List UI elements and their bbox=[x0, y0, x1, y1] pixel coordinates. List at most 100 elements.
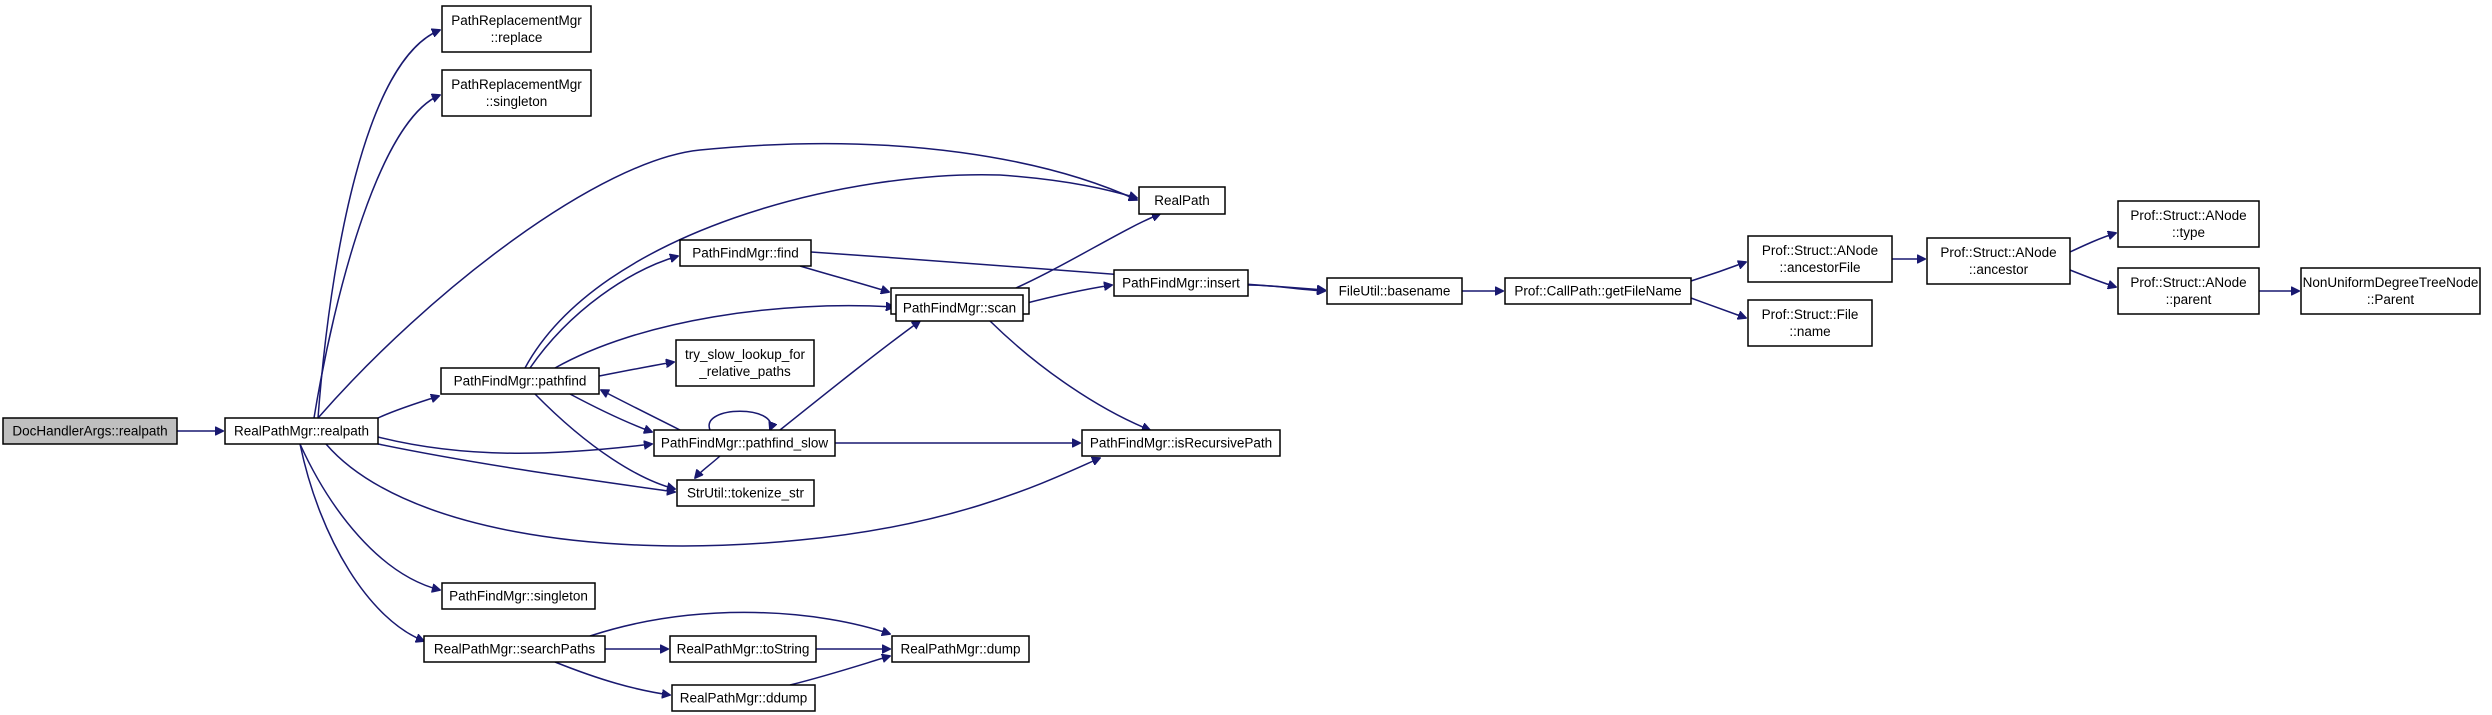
node-pfm-scan[interactable]: PathFindMgr::scan bbox=[895, 294, 1024, 322]
node-label: Prof::Struct::ANode bbox=[2130, 208, 2246, 223]
node-rpm-searchpaths[interactable]: RealPathMgr::searchPaths bbox=[423, 635, 606, 663]
node-label: try_slow_lookup_for bbox=[685, 347, 806, 362]
node-pfm-find[interactable]: PathFindMgr::find bbox=[679, 239, 812, 267]
node-box[interactable] bbox=[891, 635, 1030, 663]
node-label: ::ancestor bbox=[1969, 262, 2029, 277]
node-box[interactable] bbox=[679, 239, 812, 267]
node-label: ::name bbox=[1789, 324, 1830, 339]
node-anode-parent[interactable]: Prof::Struct::ANode::parent bbox=[2117, 267, 2260, 315]
edge-rpm_realpath-to-pfm_pathfind_slow bbox=[377, 436, 652, 455]
node-box[interactable] bbox=[653, 429, 836, 457]
node-box[interactable] bbox=[669, 635, 817, 663]
node-label: PathFindMgr::find bbox=[692, 246, 799, 261]
edge-pfm_pathfind-to-pfm_scan bbox=[554, 306, 894, 369]
node-root[interactable]: DocHandlerArgs::realpath bbox=[2, 417, 178, 445]
node-label: RealPathMgr::searchPaths bbox=[434, 642, 596, 657]
node-label: ::type bbox=[2172, 225, 2205, 240]
node-box[interactable] bbox=[671, 684, 816, 712]
node-box[interactable] bbox=[676, 479, 815, 507]
node-box[interactable] bbox=[675, 339, 815, 387]
node-label: RealPath bbox=[1154, 193, 1210, 208]
node-box[interactable] bbox=[2117, 267, 2260, 315]
node-nudt-parent[interactable]: NonUniformDegreeTreeNode::Parent bbox=[2300, 267, 2481, 315]
node-label: DocHandlerArgs::realpath bbox=[12, 424, 167, 439]
node-pfm-singleton[interactable]: PathFindMgr::singleton bbox=[441, 582, 596, 610]
edges bbox=[177, 30, 2299, 695]
node-label: PathFindMgr::pathfind bbox=[454, 374, 587, 389]
node-box[interactable] bbox=[224, 417, 379, 445]
node-rpm-ddump[interactable]: RealPathMgr::ddump bbox=[671, 684, 816, 712]
node-label: ::replace bbox=[491, 30, 543, 45]
edge-pfm_pathfind_slow-to-pfm_pathfind_slow bbox=[708, 410, 771, 430]
node-box[interactable] bbox=[1747, 235, 1893, 283]
edge-rpm_realpath-to-pfm_pathfind bbox=[377, 396, 439, 419]
node-box[interactable] bbox=[1504, 277, 1692, 305]
node-box[interactable] bbox=[1081, 429, 1281, 457]
node-prm-replace[interactable]: PathReplacementMgr::replace bbox=[441, 5, 592, 53]
node-label: ::parent bbox=[2166, 292, 2212, 307]
node-box[interactable] bbox=[440, 367, 600, 395]
node-pfm-pathfind-slow[interactable]: PathFindMgr::pathfind_slow bbox=[653, 429, 836, 457]
edge-anode_ancestor-to-anode_parent bbox=[2069, 269, 2116, 287]
edge-pfm_pathfind_slow-to-pfm_scan bbox=[779, 321, 920, 431]
node-box[interactable] bbox=[1747, 299, 1873, 347]
edge-rpm_realpath-to-pfm_singleton bbox=[299, 443, 440, 590]
node-label: PathFindMgr::scan bbox=[903, 301, 1016, 316]
node-anode-ancestorfile[interactable]: Prof::Struct::ANode::ancestorFile bbox=[1747, 235, 1893, 283]
node-rpm-realpath[interactable]: RealPathMgr::realpath bbox=[224, 417, 379, 445]
node-label: RealPathMgr::realpath bbox=[234, 424, 369, 439]
node-pfm-pathfind[interactable]: PathFindMgr::pathfind bbox=[440, 367, 600, 395]
node-anode-type[interactable]: Prof::Struct::ANode::type bbox=[2117, 200, 2260, 248]
node-label: PathReplacementMgr bbox=[451, 13, 582, 28]
node-box[interactable] bbox=[2117, 200, 2260, 248]
node-box[interactable] bbox=[895, 294, 1024, 322]
node-box[interactable] bbox=[1138, 186, 1226, 215]
node-box[interactable] bbox=[423, 635, 606, 663]
edge-rpm_realpath-to-strutil_tokenize bbox=[377, 443, 675, 492]
edge-rpm_realpath-to-rpm_searchpaths bbox=[299, 443, 424, 641]
node-box[interactable] bbox=[1926, 237, 2071, 285]
node-label: PathFindMgr::singleton bbox=[449, 589, 588, 604]
edge-rpm_realpath-to-prm_singleton bbox=[313, 95, 440, 419]
node-try-slow[interactable]: try_slow_lookup_for_relative_paths bbox=[675, 339, 815, 387]
edge-pfm_pathfind-to-pfm_pathfind_slow bbox=[569, 393, 652, 432]
edge-rpm_ddump-to-rpm_dump bbox=[789, 656, 890, 686]
node-label: PathFindMgr::insert bbox=[1122, 276, 1240, 291]
edge-pfm_pathfind_slow-to-pfm_pathfind bbox=[601, 390, 681, 431]
node-label: StrUtil::tokenize_str bbox=[687, 486, 805, 501]
edge-rpm_realpath-to-realpath_fn bbox=[317, 142, 1137, 419]
node-label: Prof::CallPath::getFileName bbox=[1514, 284, 1681, 299]
node-realpath-fn[interactable]: RealPath bbox=[1138, 186, 1226, 215]
node-box[interactable] bbox=[1326, 277, 1463, 305]
node-strutil-tokenize[interactable]: StrUtil::tokenize_str bbox=[676, 479, 815, 507]
edge-pfm_pathfind-to-strutil_tokenize bbox=[534, 393, 675, 489]
node-box[interactable] bbox=[2300, 267, 2481, 315]
node-file-name[interactable]: Prof::Struct::File::name bbox=[1747, 299, 1873, 347]
node-box[interactable] bbox=[441, 69, 592, 117]
node-label: RealPathMgr::ddump bbox=[680, 691, 808, 706]
node-cp-getfilename[interactable]: Prof::CallPath::getFileName bbox=[1504, 277, 1692, 305]
edge-pfm_scan-to-pfm_insert bbox=[1022, 285, 1112, 305]
node-pfm-insert[interactable]: PathFindMgr::insert bbox=[1113, 269, 1249, 297]
edge-pfm_scan-to-realpath_fn bbox=[999, 214, 1160, 296]
edge-rpm_searchpaths-to-rpm_ddump bbox=[554, 661, 670, 695]
node-fileutil-basename[interactable]: FileUtil::basename bbox=[1326, 277, 1463, 305]
node-label: PathReplacementMgr bbox=[451, 77, 582, 92]
node-box[interactable] bbox=[2, 417, 178, 445]
node-label: FileUtil::basename bbox=[1339, 284, 1451, 299]
node-pfm-isrecursive[interactable]: PathFindMgr::isRecursivePath bbox=[1081, 429, 1281, 457]
edge-pfm_scan-to-pfm_isrecursive bbox=[989, 320, 1150, 430]
edge-rpm_realpath-to-prm_replace bbox=[317, 30, 440, 419]
edge-pfm_pathfind-to-try_slow bbox=[598, 362, 674, 377]
edge-pfm_insert-to-fileutil_basename bbox=[1247, 284, 1325, 291]
node-box[interactable] bbox=[441, 5, 592, 53]
edge-pfm_pathfind_slow-to-strutil_tokenize bbox=[695, 455, 721, 478]
node-anode-ancestor[interactable]: Prof::Struct::ANode::ancestor bbox=[1926, 237, 2071, 285]
node-rpm-dump[interactable]: RealPathMgr::dump bbox=[891, 635, 1030, 663]
node-label: Prof::Struct::ANode bbox=[1762, 243, 1878, 258]
node-rpm-tostring[interactable]: RealPathMgr::toString bbox=[669, 635, 817, 663]
node-prm-singleton[interactable]: PathReplacementMgr::singleton bbox=[441, 69, 592, 117]
edge-rpm_realpath-to-pfm_isrecursive bbox=[325, 443, 1100, 547]
node-box[interactable] bbox=[441, 582, 596, 610]
node-box[interactable] bbox=[1113, 269, 1249, 297]
